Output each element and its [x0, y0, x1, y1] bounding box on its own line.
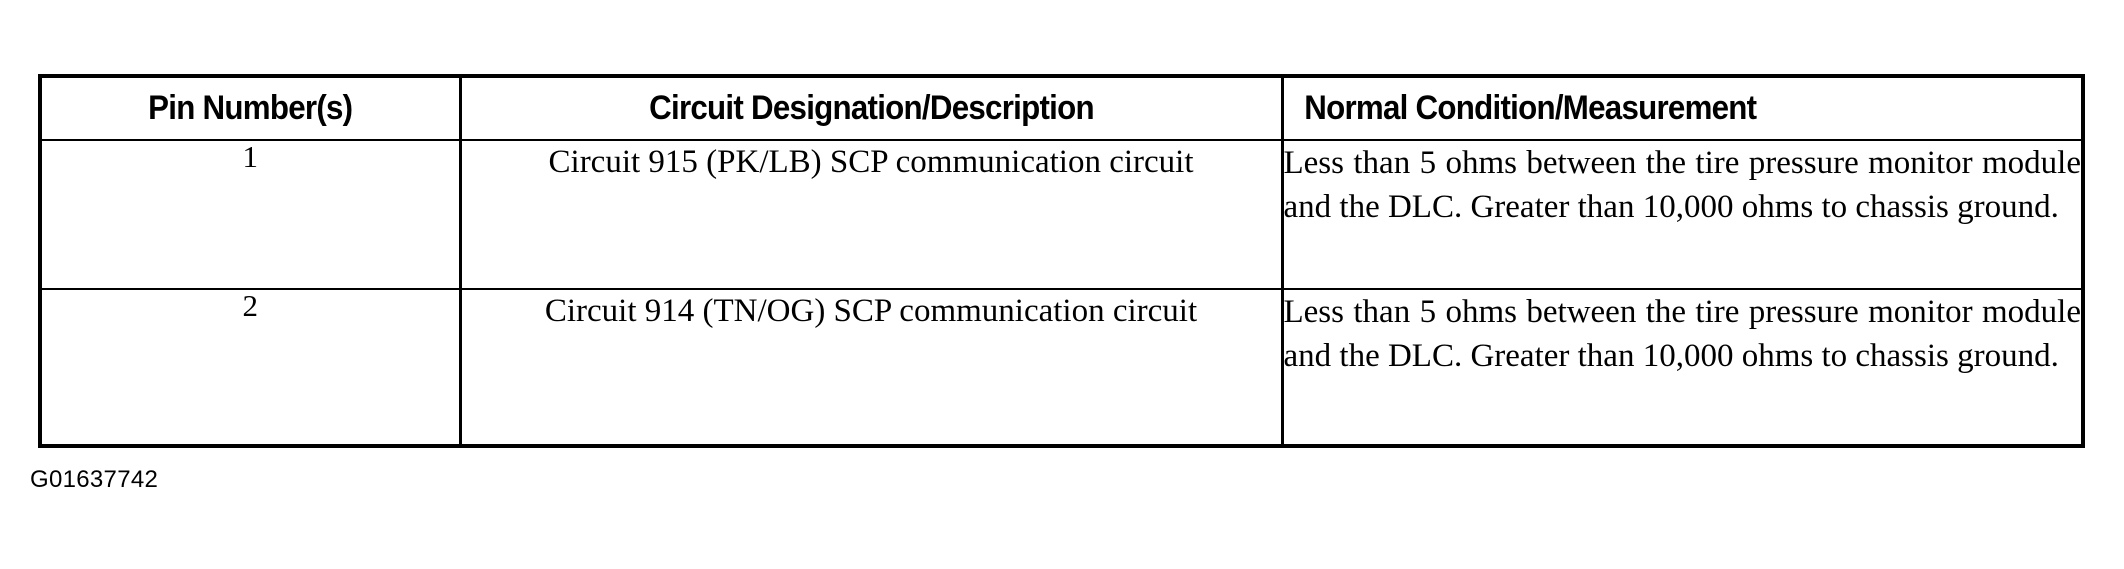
table-row: 1 Circuit 915 (PK/LB) SCP communication …: [40, 139, 2083, 289]
column-header-normal-condition: Normal Condition/Measurement: [1280, 76, 2083, 141]
cell-pin-number: 2: [40, 288, 462, 446]
column-header-pin-number-label: Pin Number(s): [148, 89, 353, 127]
cell-pin-number: 1: [40, 139, 462, 289]
pin-connector-table: Pin Number(s) Circuit Designation/Descri…: [38, 74, 2085, 448]
column-header-circuit-designation: Circuit Designation/Description: [458, 76, 1284, 141]
figure-id-caption: G01637742: [30, 466, 159, 493]
column-header-circuit-designation-label: Circuit Designation/Description: [648, 89, 1094, 127]
cell-circuit-designation: Circuit 915 (PK/LB) SCP communication ci…: [458, 139, 1284, 289]
table-header-row: Pin Number(s) Circuit Designation/Descri…: [40, 76, 2083, 141]
column-header-pin-number: Pin Number(s): [40, 76, 462, 141]
cell-circuit-designation: Circuit 914 (TN/OG) SCP communication ci…: [458, 288, 1284, 446]
table-row: 2 Circuit 914 (TN/OG) SCP communication …: [40, 288, 2083, 446]
cell-normal-condition: Less than 5 ohms between the tire pressu…: [1280, 139, 2083, 289]
column-header-normal-condition-label: Normal Condition/Measurement: [1303, 89, 1757, 127]
cell-normal-condition: Less than 5 ohms between the tire pressu…: [1280, 288, 2083, 446]
